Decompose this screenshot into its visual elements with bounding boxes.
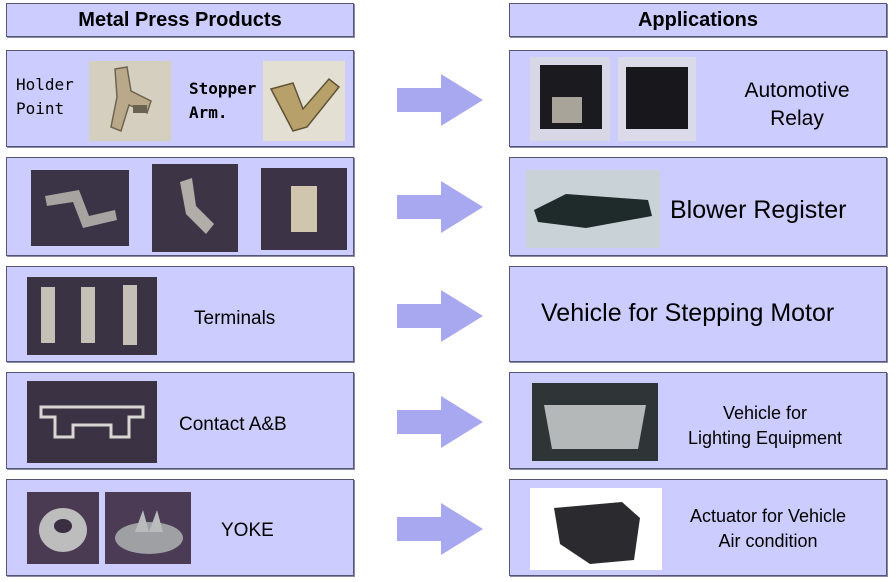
row-5-application-box: Actuator for Vehicle Air condition xyxy=(509,479,887,576)
air-condition-label: Actuator for Vehicle Air condition xyxy=(689,506,847,551)
row-1-products-box: Holder Point Stopper Arm. xyxy=(6,50,354,147)
contact-ab-photo xyxy=(27,381,157,463)
right-arrow-icon xyxy=(397,503,483,555)
lighting-equipment-photo xyxy=(532,383,658,461)
row-1-arrow xyxy=(397,74,483,126)
terminals-label: Terminals xyxy=(194,308,276,329)
holder-point-photo xyxy=(89,61,171,141)
holder-point-label: Holder Point xyxy=(16,75,74,118)
right-arrow-icon xyxy=(397,74,483,126)
applications-header: Applications xyxy=(509,3,887,37)
row-5-arrow xyxy=(397,503,483,555)
row-1-application-box: Automotive Relay xyxy=(509,50,887,147)
row-2-arrow xyxy=(397,181,483,233)
stepping-motor-label: Vehicle for Stepping Motor xyxy=(541,299,835,327)
row-2-products-box xyxy=(6,157,354,256)
row-3-application-box: Vehicle for Stepping Motor xyxy=(509,266,887,362)
applications-header-title: Applications xyxy=(637,8,758,31)
lighting-equipment-label: Vehicle for Lighting Equipment xyxy=(687,403,843,448)
yoke-photo-1 xyxy=(27,492,99,564)
products-header-title: Metal Press Products xyxy=(78,8,282,31)
blower-register-label: Blower Register xyxy=(670,196,847,224)
automotive-relay-label: Automotive Relay xyxy=(744,79,850,130)
row-4-arrow xyxy=(397,396,483,448)
products-header: Metal Press Products xyxy=(6,3,354,37)
right-arrow-icon xyxy=(397,290,483,342)
terminals-photo xyxy=(27,277,157,355)
relay-photo-1 xyxy=(530,57,610,141)
yoke-label: YOKE xyxy=(221,520,274,541)
small-clip-photo xyxy=(261,168,347,250)
yoke-photo-2 xyxy=(105,492,191,564)
right-arrow-icon xyxy=(397,396,483,448)
row-3-products-box: Terminals xyxy=(6,266,354,362)
row-4-products-box: Contact A&B xyxy=(6,372,354,469)
row-4-application-box: Vehicle for Lighting Equipment xyxy=(509,372,887,469)
blower-register-photo xyxy=(526,170,660,248)
row-2-application-box: Blower Register xyxy=(509,157,887,256)
z-bracket-photo xyxy=(152,164,238,252)
stopper-arm-label: Stopper Arm. xyxy=(189,79,257,122)
contact-ab-label: Contact A&B xyxy=(179,414,287,435)
row-5-products-box: YOKE xyxy=(6,479,354,576)
right-arrow-icon xyxy=(397,181,483,233)
air-condition-actuator-photo xyxy=(530,488,662,570)
relay-photo-2 xyxy=(618,57,696,141)
stopper-arm-photo xyxy=(263,61,345,141)
bent-bracket-photo xyxy=(31,170,129,246)
row-3-arrow xyxy=(397,290,483,342)
